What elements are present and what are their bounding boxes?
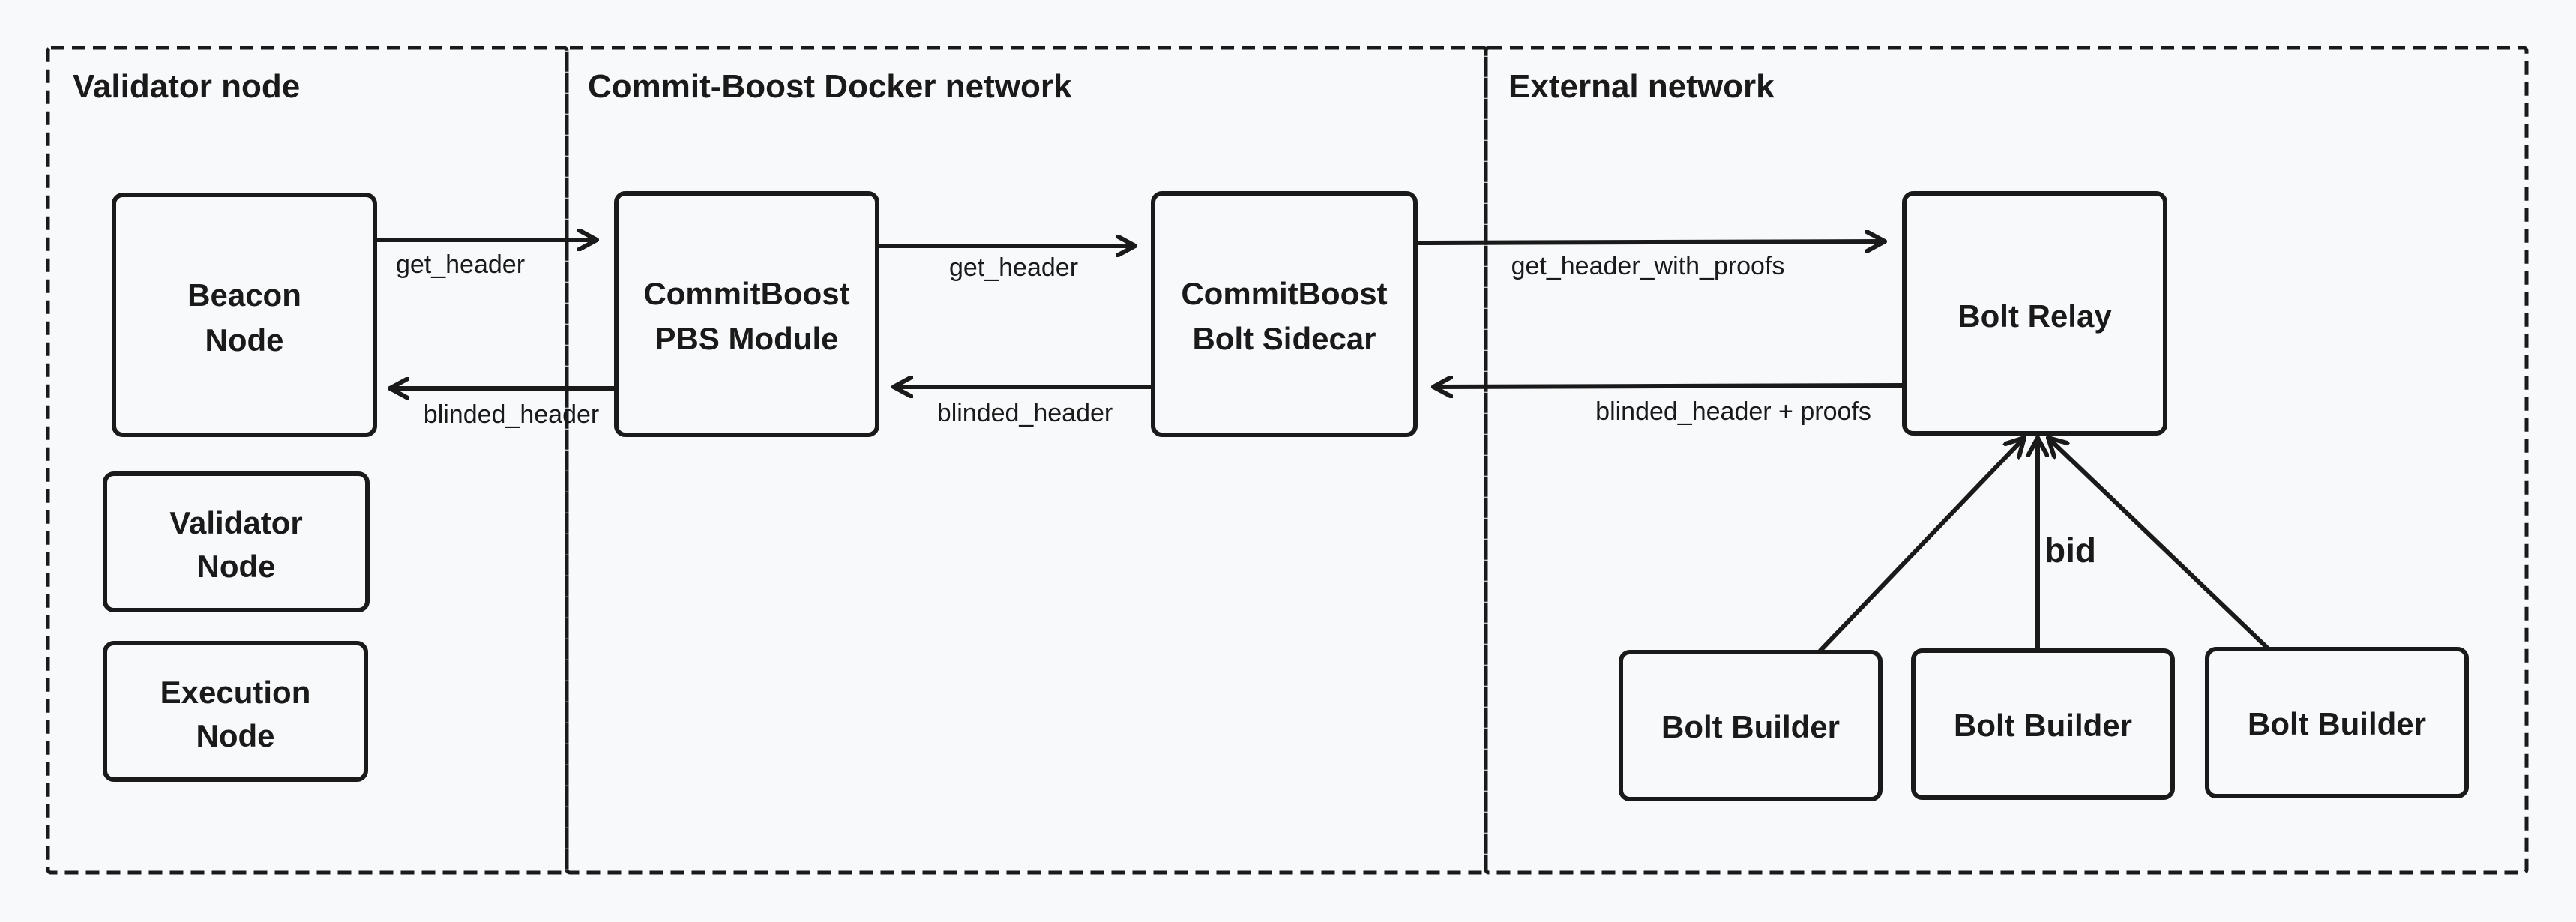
edge-sidecar-to-relay: get_header_with_proofs xyxy=(1413,241,1887,280)
validator-node-label-1: Validator xyxy=(169,505,302,540)
edge-sidecar-to-pbs: blinded_header xyxy=(891,387,1155,427)
region-title-commitboost: Commit-Boost Docker network xyxy=(588,68,1072,105)
bolt-relay: Bolt Relay xyxy=(1902,191,2167,436)
bolt-relay-label: Bolt Relay xyxy=(1957,298,2112,334)
region-title-external: External network xyxy=(1508,68,1775,105)
execution-node: Execution Node xyxy=(103,641,368,782)
beacon-node-label-2: Node xyxy=(205,322,284,358)
edge-label-get-header-with-proofs: get_header_with_proofs xyxy=(1511,252,1785,280)
bolt-sidecar-label-2: Bolt Sidecar xyxy=(1192,321,1376,356)
edge-relay-to-sidecar: blinded_header + proofs xyxy=(1431,385,1907,426)
bolt-builder-label-2: Bolt Builder xyxy=(1954,708,2132,743)
commitboost-pbs-module: CommitBoost PBS Module xyxy=(614,191,879,437)
validator-node-box: Validator Node xyxy=(103,471,370,612)
edge-label-bid: bid xyxy=(2044,531,2096,570)
commitboost-bolt-sidecar: CommitBoost Bolt Sidecar xyxy=(1151,191,1418,437)
bolt-builder-1: Bolt Builder xyxy=(1619,650,1883,801)
edge-label-get-header-1: get_header xyxy=(396,250,525,279)
pbs-module-label-1: CommitBoost xyxy=(643,276,849,311)
beacon-node-label-1: Beacon xyxy=(187,277,301,313)
validator-node-label-2: Node xyxy=(197,549,276,584)
edge-beacon-to-pbs: get_header xyxy=(373,240,599,279)
bolt-builder-label-1: Bolt Builder xyxy=(1661,709,1840,744)
edge-label-blinded-header-2: blinded_header xyxy=(937,399,1113,427)
bolt-builder-label-3: Bolt Builder xyxy=(2248,706,2426,741)
edge-pbs-to-beacon: blinded_header xyxy=(388,388,619,429)
execution-node-label-1: Execution xyxy=(160,675,311,710)
bolt-sidecar-label-1: CommitBoost xyxy=(1181,276,1387,311)
execution-node-label-2: Node xyxy=(196,718,275,753)
bolt-builder-3: Bolt Builder xyxy=(2205,647,2469,798)
edge-label-blinded-header-1: blinded_header xyxy=(424,400,599,429)
pbs-module-label-2: PBS Module xyxy=(654,321,838,356)
region-title-validator: Validator node xyxy=(73,68,300,105)
region-commitboost-network: Commit-Boost Docker network xyxy=(565,46,1488,875)
region-external-network: External network xyxy=(1484,46,2529,875)
beacon-node: Beacon Node xyxy=(112,193,377,437)
edge-label-get-header-2: get_header xyxy=(949,253,1078,282)
bolt-builder-2: Bolt Builder xyxy=(1911,648,2175,800)
edge-pbs-to-sidecar: get_header xyxy=(875,246,1137,282)
edge-label-blinded-header-proofs: blinded_header + proofs xyxy=(1595,397,1871,426)
edge-builders-to-relay: bid xyxy=(1818,436,2269,653)
